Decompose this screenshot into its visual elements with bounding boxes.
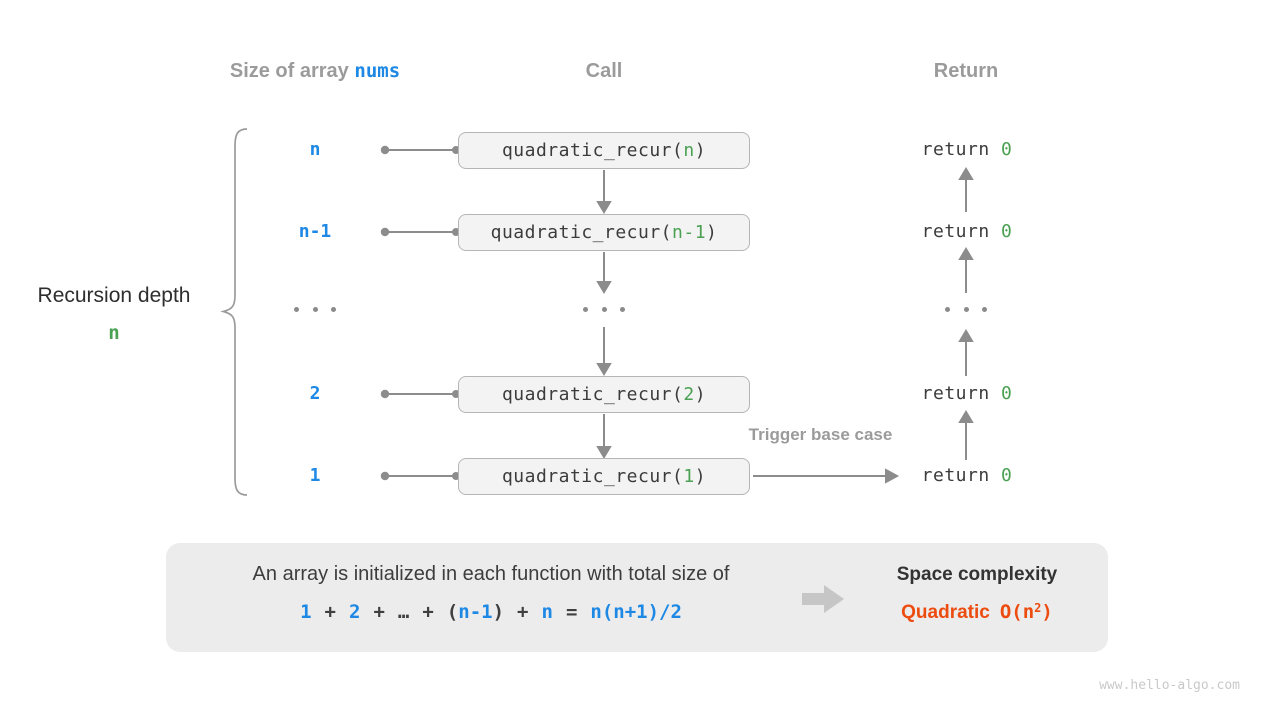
formula-term-parenthesized: (n-1) [447, 601, 504, 623]
call-arg: 1 [683, 466, 695, 487]
formula-term: 2 [348, 601, 361, 623]
size-label-1: 1 [309, 465, 321, 486]
formula-operator: + [517, 601, 529, 623]
call-close-paren: ) [694, 140, 707, 161]
return-statement: return 0 [905, 137, 1029, 163]
return-up-arrow [958, 167, 974, 460]
formula-equals: = [565, 601, 578, 623]
call-box-n-1: quadratic_recur(n-1) [458, 214, 750, 251]
complexity-class-label: Quadratic [901, 602, 990, 623]
size-label-n: n [309, 139, 321, 160]
formula-paren: ) [492, 601, 505, 623]
formula-ellipsis: … [397, 601, 410, 623]
return-value: 0 [1001, 139, 1013, 160]
return-keyword: return [921, 465, 990, 486]
column-header-call: Call [585, 60, 623, 82]
call-fn-text: quadratic_recur( [501, 140, 684, 161]
trigger-base-case-label: Trigger base case [748, 425, 893, 444]
formula-result: n(n+1)/2 [590, 601, 682, 623]
summary-panel: An array is initialized in each function… [166, 543, 1108, 652]
call-box-2: quadratic_recur(2) [458, 376, 750, 413]
formula-operator: + [422, 601, 434, 623]
base-case-arrow [753, 468, 900, 484]
return-value: 0 [1001, 221, 1013, 242]
formula-operator: + [324, 601, 336, 623]
size-header-text: Size of array [229, 60, 349, 82]
ellipsis-dots-size [294, 307, 336, 313]
panel-formula: 1 + 2 + … + (n-1) + n = n(n+1)/2 [184, 601, 798, 623]
formula-term: n [541, 601, 553, 623]
formula-operator: + [373, 601, 385, 623]
space-complexity-title: Space complexity [896, 564, 1058, 585]
big-o-notation: O(n2) [999, 601, 1053, 623]
return-statement: return 0 [905, 463, 1029, 489]
call-fn-text: quadratic_recur( [490, 222, 673, 243]
call-box-1: quadratic_recur(1) [458, 458, 750, 495]
recursion-depth-label: Recursion depth [37, 284, 191, 307]
size-label-2: 2 [309, 383, 321, 404]
call-close-paren: ) [706, 222, 718, 243]
formula-term: n-1 [458, 601, 493, 623]
column-header-return: Return [933, 60, 999, 82]
space-complexity-value: Quadratic O(n2) [837, 601, 1117, 624]
return-keyword: return [921, 139, 990, 160]
call-arg: n-1 [672, 222, 707, 243]
call-arg: 2 [683, 384, 695, 405]
size-label-n-1: n-1 [298, 221, 332, 242]
ellipsis-dots-return [945, 307, 987, 313]
watermark: www.hello-algo.com [1099, 678, 1240, 693]
call-box-n: quadratic_recur(n) [458, 132, 750, 169]
return-statement: return 0 [905, 219, 1029, 245]
call-close-paren: ) [694, 466, 707, 487]
column-header-size: Size of array nums [140, 60, 490, 83]
return-keyword: return [921, 383, 990, 404]
return-statement: return 0 [905, 381, 1029, 407]
recursion-depth-brace [220, 128, 248, 496]
size-header-code: nums [354, 60, 401, 82]
recursion-depth-value: n [108, 322, 120, 344]
formula-term: 1 [300, 601, 312, 623]
call-arg: n [683, 140, 695, 161]
call-fn-text: quadratic_recur( [501, 466, 684, 487]
right-block-arrow-icon [802, 585, 844, 613]
return-value: 0 [1001, 383, 1013, 404]
call-close-paren: ) [694, 384, 707, 405]
size-to-call-connector [380, 145, 460, 481]
return-value: 0 [1001, 465, 1013, 486]
formula-paren: ( [446, 601, 459, 623]
call-fn-text: quadratic_recur( [501, 384, 684, 405]
ellipsis-dots-call [583, 307, 625, 313]
return-keyword: return [921, 221, 990, 242]
panel-description: An array is initialized in each function… [252, 563, 730, 585]
